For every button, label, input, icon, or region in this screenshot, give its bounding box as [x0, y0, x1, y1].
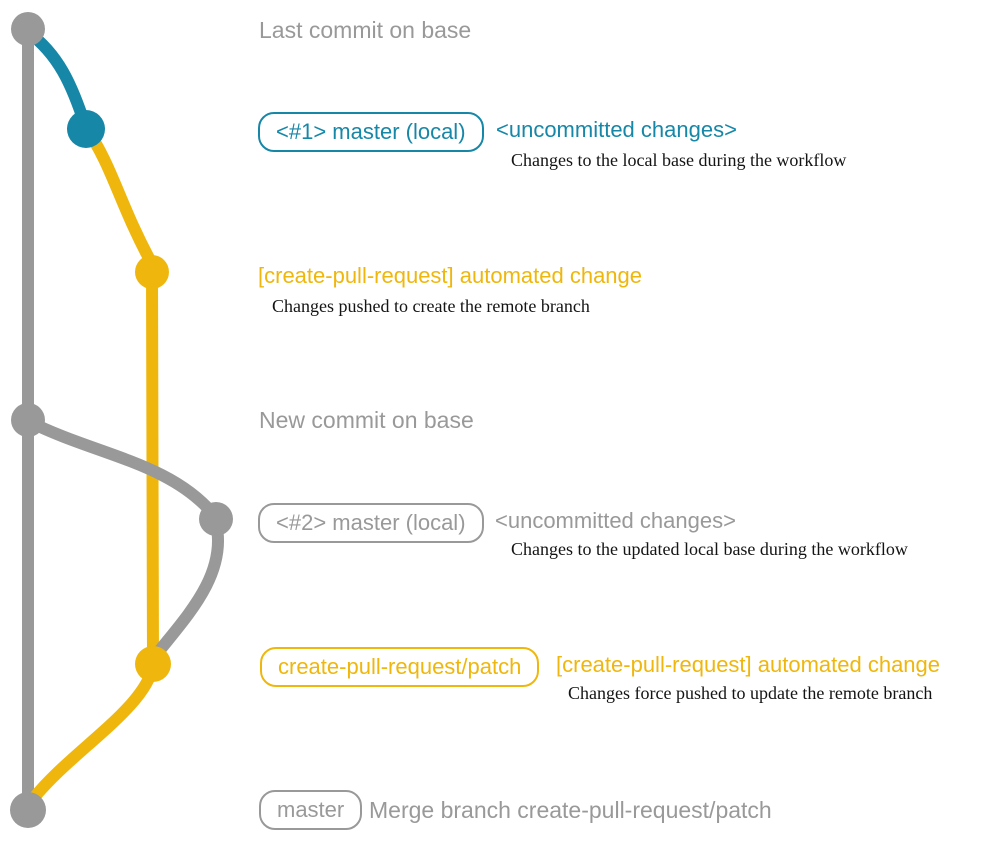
- badge-master-local-1: <#1> master (local): [258, 112, 484, 152]
- commit-dot-last-base: [11, 12, 45, 46]
- detail-automated-change-2: Changes force pushed to update the remot…: [568, 683, 933, 703]
- commit-dot-patch-1: [135, 255, 169, 289]
- annotation-last-commit: Last commit on base: [259, 17, 472, 43]
- commit-dot-local-2: [199, 502, 233, 536]
- detail-uncommitted-1: Changes to the local base during the wor…: [511, 150, 847, 170]
- merge-edge: [24, 660, 159, 809]
- commit-dot-local-1: [67, 110, 105, 148]
- heading-uncommitted-1: <uncommitted changes>: [496, 117, 737, 142]
- badge-master: master: [259, 790, 363, 830]
- annotation-merge: Merge branch create-pull-request/patch: [369, 797, 772, 823]
- rebase-edge-1: [22, 415, 220, 521]
- commit-dot-merge: [10, 792, 46, 828]
- heading-uncommitted-2: <uncommitted changes>: [495, 508, 736, 533]
- detail-uncommitted-2: Changes to the updated local base during…: [511, 539, 908, 559]
- badge-master-local-2: <#2> master (local): [258, 503, 484, 543]
- heading-automated-change-2: [create-pull-request] automated change: [556, 652, 941, 677]
- annotation-new-commit: New commit on base: [259, 407, 474, 433]
- heading-automated-change-1: [create-pull-request] automated change: [258, 263, 643, 288]
- badge-patch-branch: create-pull-request/patch: [260, 647, 540, 687]
- commit-dot-new-base: [11, 403, 45, 437]
- commit-dot-patch-2: [135, 646, 171, 682]
- rebase-edge-2: [150, 517, 224, 661]
- patch-branch-edge: [80, 122, 159, 670]
- detail-automated-change-1: Changes pushed to create the remote bran…: [272, 296, 590, 316]
